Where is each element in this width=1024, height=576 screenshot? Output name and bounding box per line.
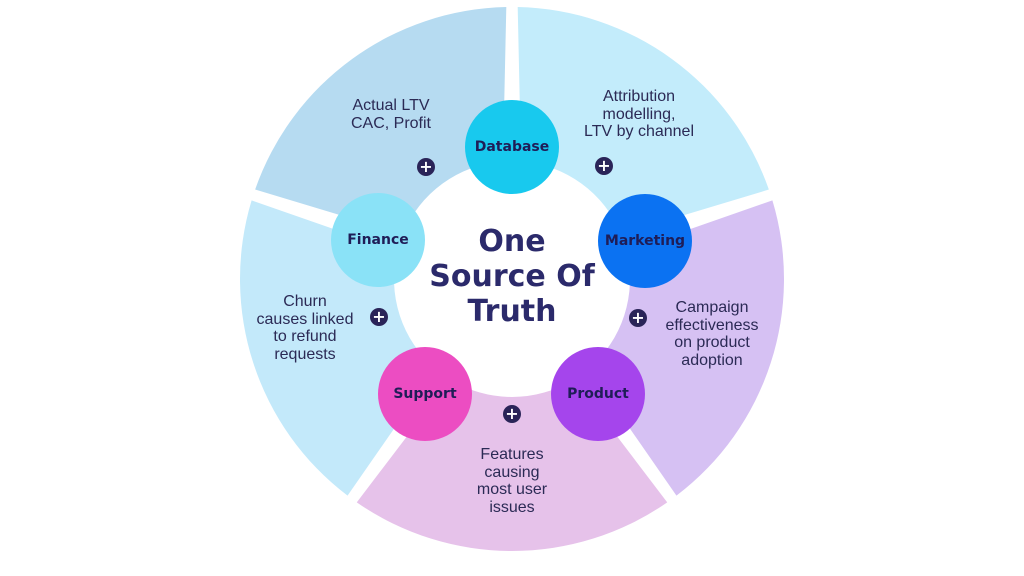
center-title-line-2: Source Of (429, 259, 595, 294)
center-title-line-1: One (478, 224, 546, 259)
database-description-line: Attribution (602, 88, 676, 105)
segment-top-right (517, 7, 769, 235)
center-title-line-3: Truth (467, 294, 557, 329)
marketing-description-line: Campaign (675, 299, 749, 316)
product-expand-plus-icon[interactable]: + (503, 405, 521, 423)
database-description-line: modelling, (602, 105, 676, 123)
support-description-line: requests (274, 345, 336, 363)
support-description-line: Churn (283, 293, 327, 310)
finance-description: Actual LTV CAC, Profit (336, 97, 446, 132)
marketing-node[interactable]: Marketing (598, 194, 692, 288)
finance-description-line: CAC, Profit (350, 114, 431, 132)
support-node[interactable]: Support (378, 347, 472, 441)
product-node[interactable]: Product (551, 347, 645, 441)
support-description-line: causes linked (256, 310, 354, 328)
product-description: Features causing most user issues (462, 446, 562, 516)
database-node[interactable]: Database (465, 100, 559, 194)
support-expand-plus-icon[interactable]: + (370, 308, 388, 326)
database-expand-plus-icon[interactable]: + (595, 157, 613, 175)
segment-top-left (255, 7, 507, 235)
support-description: Churn causes linked to refund requests (250, 293, 360, 363)
finance-expand-plus-icon[interactable]: + (417, 158, 435, 176)
product-description-line: issues (489, 498, 535, 516)
marketing-description-line: adoption (681, 351, 743, 369)
product-description-line: Features (480, 446, 544, 463)
database-description: Attribution modelling, LTV by channel (574, 88, 704, 141)
product-description-line: most user (476, 481, 548, 498)
support-description-line: to refund (273, 328, 337, 345)
finance-description-line: Actual LTV (352, 97, 430, 114)
marketing-description: Campaign effectiveness on product adopti… (657, 299, 767, 369)
finance-node[interactable]: Finance (331, 193, 425, 287)
database-description-line: LTV by channel (584, 123, 694, 140)
product-description-line: causing (484, 463, 540, 481)
marketing-description-line: on product (674, 334, 750, 351)
marketing-expand-plus-icon[interactable]: + (629, 309, 647, 327)
marketing-description-line: effectiveness (665, 316, 759, 334)
center-title: One Source Of Truth (424, 224, 600, 329)
